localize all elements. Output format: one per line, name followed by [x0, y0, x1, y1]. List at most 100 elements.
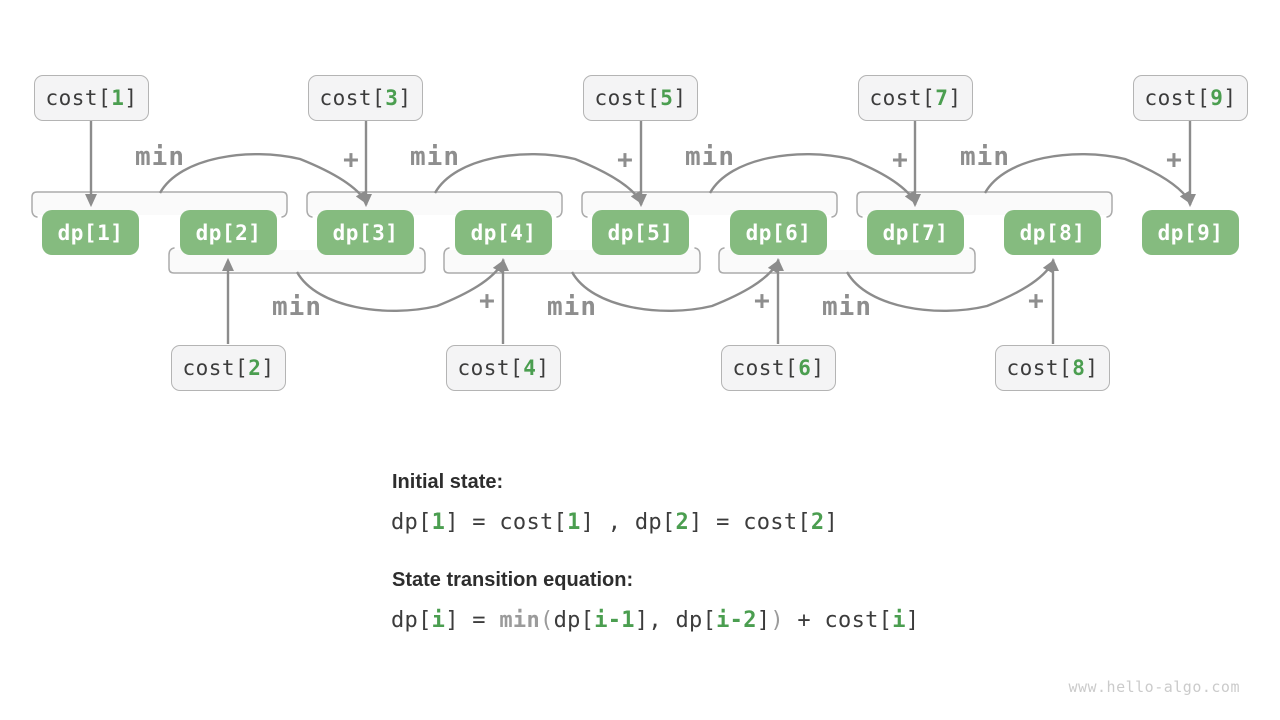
- cost-box-8: cost[8]: [995, 345, 1110, 391]
- eq-token: ]: [824, 510, 839, 535]
- cost-box-3-close: ]: [398, 86, 412, 110]
- eq-token: dp[: [553, 608, 595, 633]
- eq-token: ): [770, 608, 784, 633]
- cost-box-1-text: cost[: [45, 86, 112, 110]
- cost-box-7-close: ]: [948, 86, 962, 110]
- plus-label-bottom-1: +: [479, 286, 495, 316]
- cost-box-8-text: cost[: [1006, 356, 1073, 380]
- cost-box-4-close: ]: [536, 356, 550, 380]
- dp-box-9: dp[9]: [1142, 210, 1239, 255]
- cost-box-7-index: 7: [935, 86, 949, 110]
- cost-box-2-close: ]: [261, 356, 275, 380]
- eq-token: dp[: [391, 608, 432, 633]
- transition-heading: State transition equation:: [392, 569, 634, 591]
- eq-token: + cost[: [783, 608, 893, 633]
- dp-box-3-label: dp[3]: [332, 220, 399, 245]
- min-label-top-3: min: [685, 142, 735, 172]
- curve-min-to-dp3: [158, 153, 368, 205]
- curve-min-to-dp6: [570, 259, 780, 312]
- curve-min-to-dp4: [295, 259, 505, 312]
- min-label-top-1: min: [135, 142, 185, 172]
- dp-box-1: dp[1]: [42, 210, 139, 255]
- eq-token: ], dp[: [634, 608, 717, 633]
- cost-box-1-index: 1: [111, 86, 125, 110]
- plus-label-bottom-2: +: [754, 286, 770, 316]
- plus-label-bottom-3: +: [1028, 286, 1044, 316]
- cost-box-9: cost[9]: [1133, 75, 1248, 121]
- initial-state-heading: Initial state:: [392, 471, 504, 493]
- cost-box-1: cost[1]: [34, 75, 149, 121]
- cost-box-9-index: 9: [1210, 86, 1224, 110]
- transition-equation: dp[i] = min(dp[i-1], dp[i-2]) + cost[i]: [391, 608, 919, 633]
- eq-token: dp[: [391, 510, 432, 535]
- curve-min-to-dp8: [845, 259, 1055, 312]
- eq-token: ] = cost[: [689, 510, 811, 535]
- cost-box-3: cost[3]: [308, 75, 423, 121]
- cost-box-6-index: 6: [798, 356, 812, 380]
- cost-box-9-text: cost[: [1144, 86, 1211, 110]
- cost-box-5-close: ]: [673, 86, 687, 110]
- plus-label-top-3: +: [892, 145, 908, 175]
- cost-box-7-text: cost[: [869, 86, 936, 110]
- eq-token: (: [540, 608, 554, 633]
- dp-box-5: dp[5]: [592, 210, 689, 255]
- eq-token: 2: [675, 510, 690, 535]
- dp-box-1-label: dp[1]: [57, 220, 124, 245]
- dp-box-8-label: dp[8]: [1019, 220, 1086, 245]
- watermark: www.hello-algo.com: [1068, 678, 1240, 696]
- dp-box-9-label: dp[9]: [1157, 220, 1224, 245]
- eq-token: 1: [431, 510, 446, 535]
- plus-label-top-4: +: [1166, 145, 1182, 175]
- dp-box-5-label: dp[5]: [607, 220, 674, 245]
- min-label-bottom-1: min: [272, 292, 322, 322]
- eq-token: ] , dp[: [580, 510, 676, 535]
- min-curves-bottom: [295, 259, 1055, 312]
- cost-box-8-index: 8: [1072, 356, 1086, 380]
- cost-box-1-close: ]: [124, 86, 138, 110]
- cost-box-4-text: cost[: [457, 356, 524, 380]
- eq-token: ]: [905, 608, 920, 633]
- cost-box-5-index: 5: [660, 86, 674, 110]
- dp-box-2-label: dp[2]: [195, 220, 262, 245]
- eq-token: i-1: [594, 608, 635, 633]
- eq-token: 2: [810, 510, 825, 535]
- eq-token-min: min: [499, 608, 541, 633]
- cost-box-4-index: 4: [523, 356, 537, 380]
- eq-token: ]: [756, 608, 771, 633]
- cost-box-2: cost[2]: [171, 345, 286, 391]
- min-label-bottom-2: min: [547, 292, 597, 322]
- cost-box-5: cost[5]: [583, 75, 698, 121]
- min-label-top-2: min: [410, 142, 460, 172]
- cost-box-6: cost[6]: [721, 345, 836, 391]
- dp-box-3: dp[3]: [317, 210, 414, 255]
- pair-bracket-fills-bottom: [169, 250, 975, 273]
- dp-box-6: dp[6]: [730, 210, 827, 255]
- eq-token: ] = cost[: [445, 510, 568, 535]
- cost-box-3-index: 3: [385, 86, 399, 110]
- eq-token: ] =: [445, 608, 500, 633]
- plus-label-top-1: +: [343, 145, 359, 175]
- min-label-bottom-3: min: [822, 292, 872, 322]
- cost-box-2-text: cost[: [182, 356, 249, 380]
- min-label-top-4: min: [960, 142, 1010, 172]
- cost-box-2-index: 2: [248, 356, 262, 380]
- plus-label-top-2: +: [617, 145, 633, 175]
- cost-box-9-close: ]: [1223, 86, 1237, 110]
- cost-box-6-close: ]: [811, 356, 825, 380]
- cost-box-5-text: cost[: [594, 86, 661, 110]
- curve-min-to-dp5: [433, 153, 643, 205]
- eq-token: 1: [567, 510, 581, 535]
- eq-token: i-2: [716, 608, 757, 633]
- dp-box-4: dp[4]: [455, 210, 552, 255]
- cost-box-8-close: ]: [1085, 356, 1099, 380]
- dp-box-6-label: dp[6]: [745, 220, 812, 245]
- dp-box-7-label: dp[7]: [882, 220, 949, 245]
- cost-box-4: cost[4]: [446, 345, 561, 391]
- eq-token: i: [431, 608, 446, 633]
- min-curves-top: [158, 153, 1192, 205]
- eq-token: i: [892, 608, 906, 633]
- dp-box-4-label: dp[4]: [470, 220, 537, 245]
- curve-min-to-dp9: [983, 153, 1192, 205]
